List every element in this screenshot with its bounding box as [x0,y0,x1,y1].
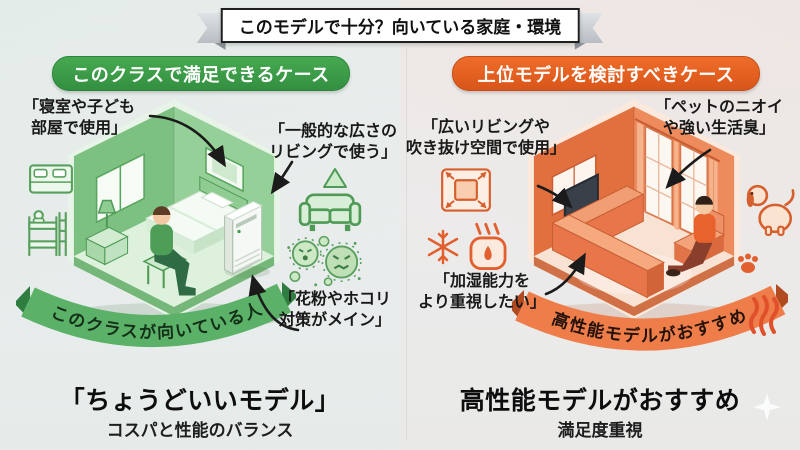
air-purifier [223,200,263,275]
nightstand [85,226,129,266]
page-title: このモデルで十分？向いている家庭・環境 [220,8,580,43]
person-sitting [150,206,196,296]
panel-divider [406,48,407,440]
label-humidify: 「加湿能力を より重視したい」 [418,273,546,312]
title-banner: このモデルで十分？向いている家庭・環境 [196,8,604,50]
humidifier-icon [469,222,507,271]
lamp [97,199,117,228]
right-case-header-label: 上位モデルを検討すべきケース [477,64,735,85]
left-ribbon: このクラスが向いている人 [16,282,296,348]
bunk-bed-icon [28,210,67,256]
pollen-dust-icon [287,235,362,287]
label-pollen-dust: 「花粉やホコリ 対策がメイン」 [278,291,391,330]
dog-icon [746,184,795,236]
right-ribbon: 高性能モデルがおすすめ [512,284,788,351]
l-shaped-sofa [551,185,666,299]
left-case-header-label: このクラスで満足できるケース [72,64,330,85]
ribbon-fold-right [574,42,588,50]
label-wide-living: 「広いリビングや 吹き抜け空間で使用」 [405,119,566,158]
double-bed-icon [29,164,73,194]
right-headline: 高性能モデルがおすすめ [459,387,741,415]
room-expansion-icon [441,168,491,212]
right-subline: 満足度重視 [557,421,643,440]
person-sitting [665,195,716,277]
left-subline: コスパと性能のバランス [106,421,294,440]
label-pet-odor: 「ペットのニオイ や強い生活臭」 [654,99,783,138]
left-headline: 「ちょうどいいモデル」 [59,387,341,415]
snowflake-icon [427,229,459,265]
paw-print-icon [738,253,758,273]
right-case-header: 上位モデルを検討すべきケース [452,56,760,91]
ribbon-fold-left [212,42,226,50]
odor-steam-icon [749,295,779,336]
sofa-icon [298,193,362,232]
left-case-header: このクラスで満足できるケース [52,56,350,91]
pointer-triangle-icon [323,168,347,188]
label-average-living: 「一般的な広さの リビングで使う」 [268,123,397,162]
label-bedroom-use: 「寝室や子ども 部屋で使用」 [22,99,135,138]
